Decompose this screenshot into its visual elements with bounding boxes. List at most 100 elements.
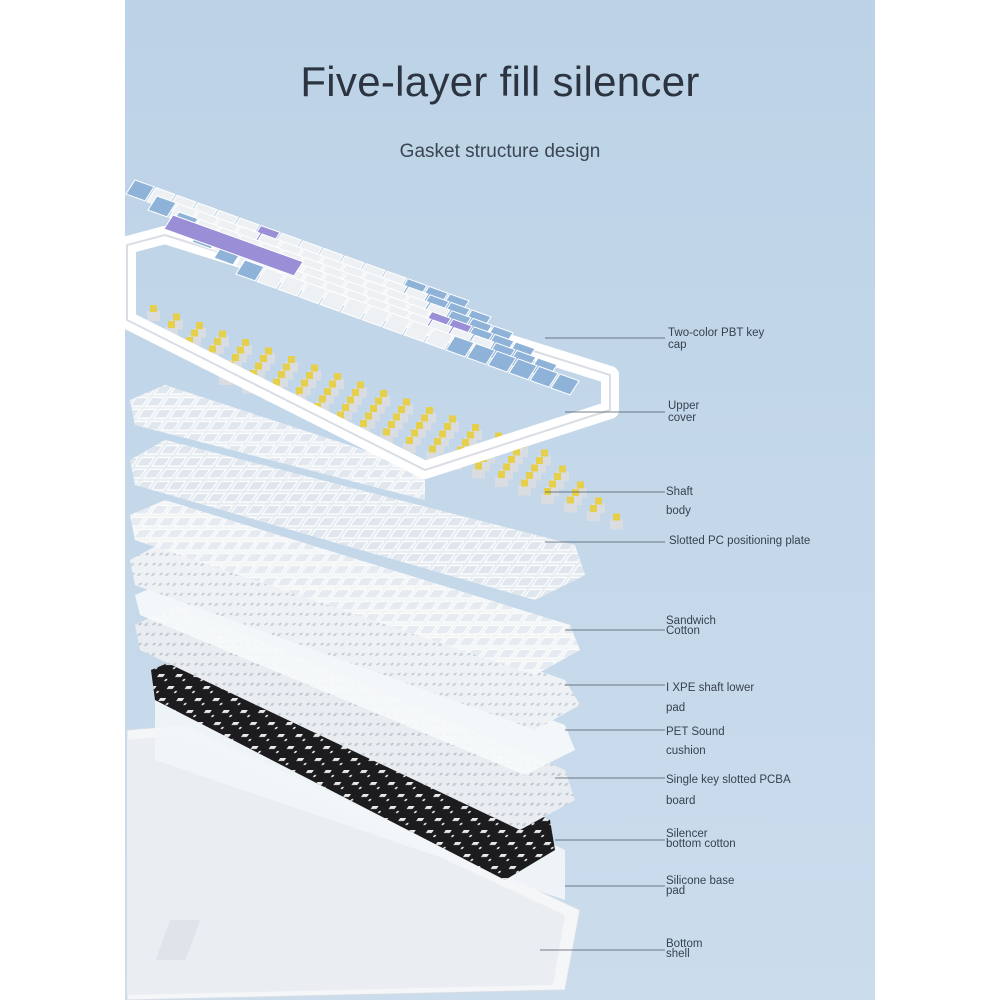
switch-housing	[344, 402, 357, 413]
switch-housing	[362, 418, 375, 429]
keycap	[361, 304, 391, 328]
page-subtitle: Gasket structure design	[399, 141, 601, 162]
keycap	[235, 259, 265, 282]
switch-housing	[285, 362, 298, 372]
switch-housing	[280, 369, 293, 380]
switch-stem	[214, 338, 221, 345]
keycap	[277, 274, 307, 297]
switch-stem	[467, 431, 474, 439]
switch-stem	[150, 305, 157, 312]
switch-stem	[173, 313, 180, 321]
switch-stem	[526, 472, 533, 479]
switch-housing	[316, 401, 329, 412]
switch-stem	[301, 379, 308, 387]
switch-housing	[408, 435, 421, 446]
keycap	[382, 312, 412, 335]
switch-housing	[569, 495, 582, 505]
switch-housing	[464, 437, 477, 448]
keycap	[125, 179, 155, 202]
switch-stem	[232, 354, 239, 361]
switch-stem	[416, 422, 423, 429]
pc-plate-layer	[130, 440, 585, 600]
upper-cover-layer	[125, 226, 619, 479]
switch-housing	[193, 328, 206, 338]
switch-stem	[219, 330, 226, 338]
switch-housing	[372, 403, 385, 414]
product-panel: Five-layer fill silencer Gasket structur…	[125, 0, 875, 1000]
switch-stem	[462, 439, 469, 446]
keycap	[529, 365, 559, 388]
keycap	[340, 297, 370, 320]
switch-housing	[331, 379, 344, 389]
switch-housing	[252, 368, 265, 379]
switch-housing	[303, 378, 316, 388]
switch-stem	[475, 462, 482, 470]
switch-stem	[567, 496, 574, 504]
switch-housing	[515, 447, 528, 457]
switch-stem	[559, 465, 566, 473]
switch-stem	[250, 370, 257, 377]
switch-housing	[528, 470, 541, 481]
switch-housing	[551, 479, 564, 489]
switch-housing	[413, 428, 426, 438]
switch-stem	[237, 346, 244, 354]
keycap	[256, 266, 286, 290]
keycap	[298, 282, 328, 305]
switch-housing	[403, 443, 416, 453]
switch-housing	[262, 353, 275, 364]
switch-stem	[260, 355, 267, 362]
switch-housing	[395, 412, 408, 422]
switch-stem	[541, 449, 548, 457]
switch-plate-layer	[130, 385, 425, 500]
switch-stem	[498, 471, 505, 478]
spacebar-keycap	[163, 214, 304, 277]
switch-stem	[472, 424, 479, 431]
switch-housing	[298, 385, 311, 396]
switch-stem	[168, 321, 175, 328]
exploded-keyboard-diagram	[125, 179, 665, 1000]
switch-stem	[380, 390, 387, 397]
switch-housing	[477, 461, 490, 471]
pet-cushion-layer	[135, 580, 575, 775]
switch-housing	[418, 420, 431, 431]
switch-stem	[342, 404, 349, 411]
switch-housing	[377, 396, 390, 406]
switch-stem	[311, 364, 318, 372]
switch-housing	[321, 394, 334, 404]
switch-housing	[308, 370, 321, 381]
switch-stem	[209, 345, 216, 353]
switch-stem	[398, 406, 405, 413]
switch-stem	[503, 463, 510, 471]
keycap	[403, 320, 433, 343]
switch-stem	[426, 407, 433, 414]
switch-housing	[533, 463, 546, 473]
switch-stem	[521, 479, 528, 487]
switch-housing	[326, 386, 339, 397]
keycap	[445, 335, 475, 358]
sandwich-cotton-layer	[130, 500, 580, 675]
switch-housing	[518, 485, 531, 496]
label-pc-plate: Slotted PC positioning plate	[669, 535, 811, 547]
switch-housing	[367, 411, 380, 421]
keycap	[424, 327, 454, 350]
switch-housing	[564, 502, 577, 513]
switch-stem	[370, 405, 377, 412]
switch-housing	[538, 455, 551, 466]
switch-housing	[339, 410, 352, 420]
keycap	[550, 373, 580, 396]
switch-stem	[278, 371, 285, 378]
switch-stem	[531, 464, 538, 472]
keycap	[487, 350, 517, 373]
switch-stem	[421, 414, 428, 422]
switch-housing	[400, 404, 413, 415]
switch-stem	[572, 489, 579, 496]
switch-stem	[590, 505, 597, 512]
switch-stem	[549, 480, 556, 488]
switch-stem	[352, 389, 359, 396]
switch-housing	[436, 436, 449, 447]
switch-stem	[554, 473, 561, 480]
